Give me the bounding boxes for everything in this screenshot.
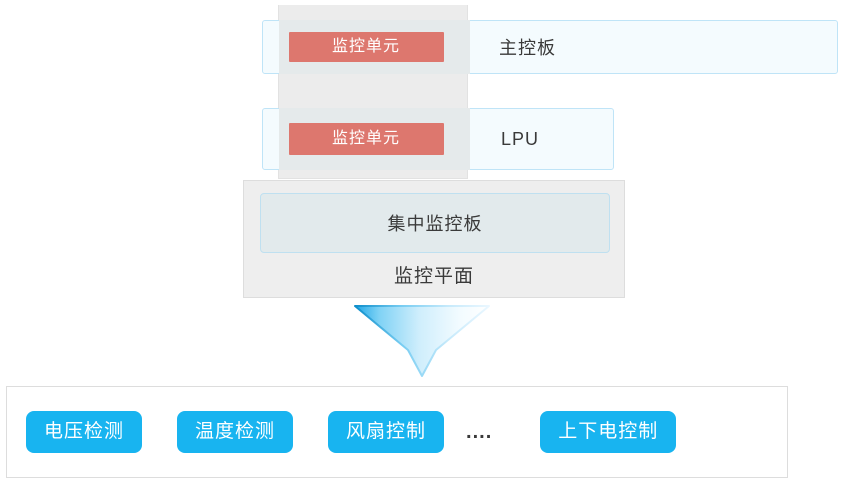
function-button-voltage-detect[interactable]: 电压检测 bbox=[26, 411, 143, 453]
board-label-lpu: LPU bbox=[501, 128, 540, 149]
monitor-plane-box: 集中监控板 监控平面 bbox=[243, 180, 625, 298]
functions-list: 电压检测 温度检测 风扇控制 .... 上下电控制 bbox=[7, 387, 787, 477]
functions-panel: 电压检测 温度检测 风扇控制 .... 上下电控制 bbox=[6, 386, 788, 478]
monitor-plane-caption: 监控平面 bbox=[393, 266, 474, 287]
board-label-main: 主控板 bbox=[499, 38, 556, 58]
board-row-main[interactable]: 监控单元 主控板 bbox=[262, 20, 838, 74]
central-monitor-board[interactable]: 集中监控板 bbox=[260, 193, 610, 253]
functions-ellipsis: .... bbox=[466, 420, 493, 443]
chip-slot: 监控单元 bbox=[263, 108, 470, 170]
down-arrow-icon bbox=[352, 303, 492, 379]
monitor-unit-chip[interactable]: 监控单元 bbox=[288, 32, 444, 62]
monitor-unit-chip[interactable]: 监控单元 bbox=[288, 123, 444, 155]
function-button-power-control[interactable]: 上下电控制 bbox=[540, 411, 677, 453]
board-row-lpu[interactable]: 监控单元 LPU bbox=[262, 108, 614, 170]
chip-slot: 监控单元 bbox=[263, 20, 470, 74]
function-button-fan-control[interactable]: 风扇控制 bbox=[328, 411, 445, 453]
function-button-temperature-detect[interactable]: 温度检测 bbox=[177, 411, 294, 453]
